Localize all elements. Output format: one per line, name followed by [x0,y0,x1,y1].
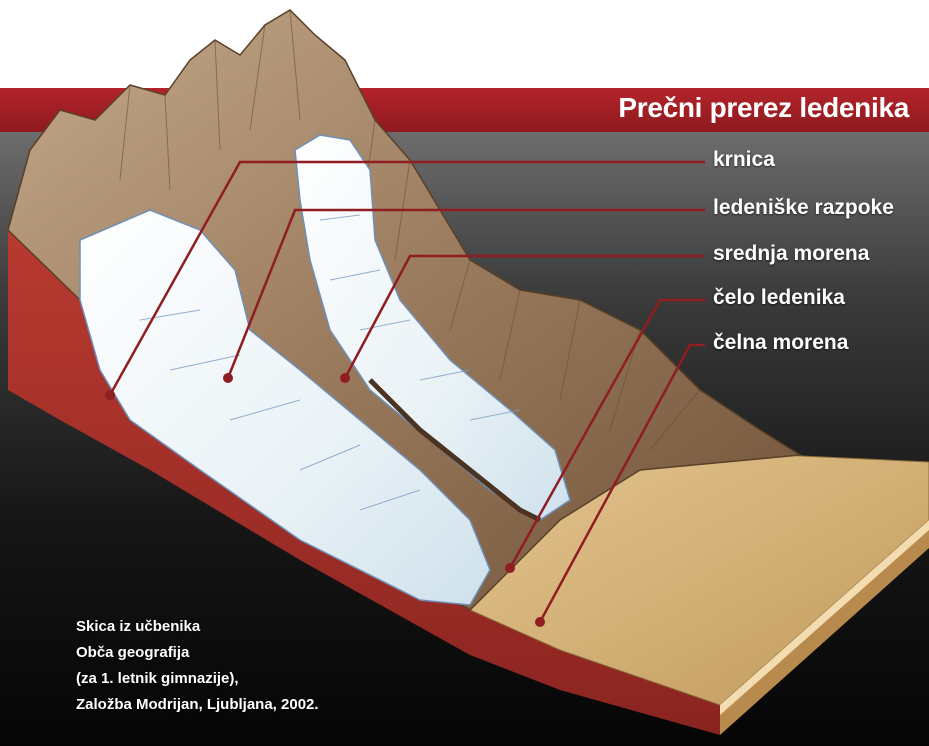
credit-line-3: (za 1. letnik gimnazije), [76,666,319,692]
label-krnica: krnica [713,148,775,172]
label-celna-morena: čelna morena [713,331,848,355]
label-ledeniske-razpoke: ledeniške razpoke [713,196,894,220]
credit-line-4: Založba Modrijan, Ljubljana, 2002. [76,692,319,718]
credit-line-1: Skica iz učbenika [76,614,319,640]
credit-line-2: Obča geografija [76,640,319,666]
source-credit: Skica iz učbenika Obča geografija (za 1.… [76,614,319,718]
label-celo-ledenika: čelo ledenika [713,286,845,310]
label-srednja-morena: srednja morena [713,242,869,266]
diagram-title: Prečni prerez ledenika [618,92,909,124]
